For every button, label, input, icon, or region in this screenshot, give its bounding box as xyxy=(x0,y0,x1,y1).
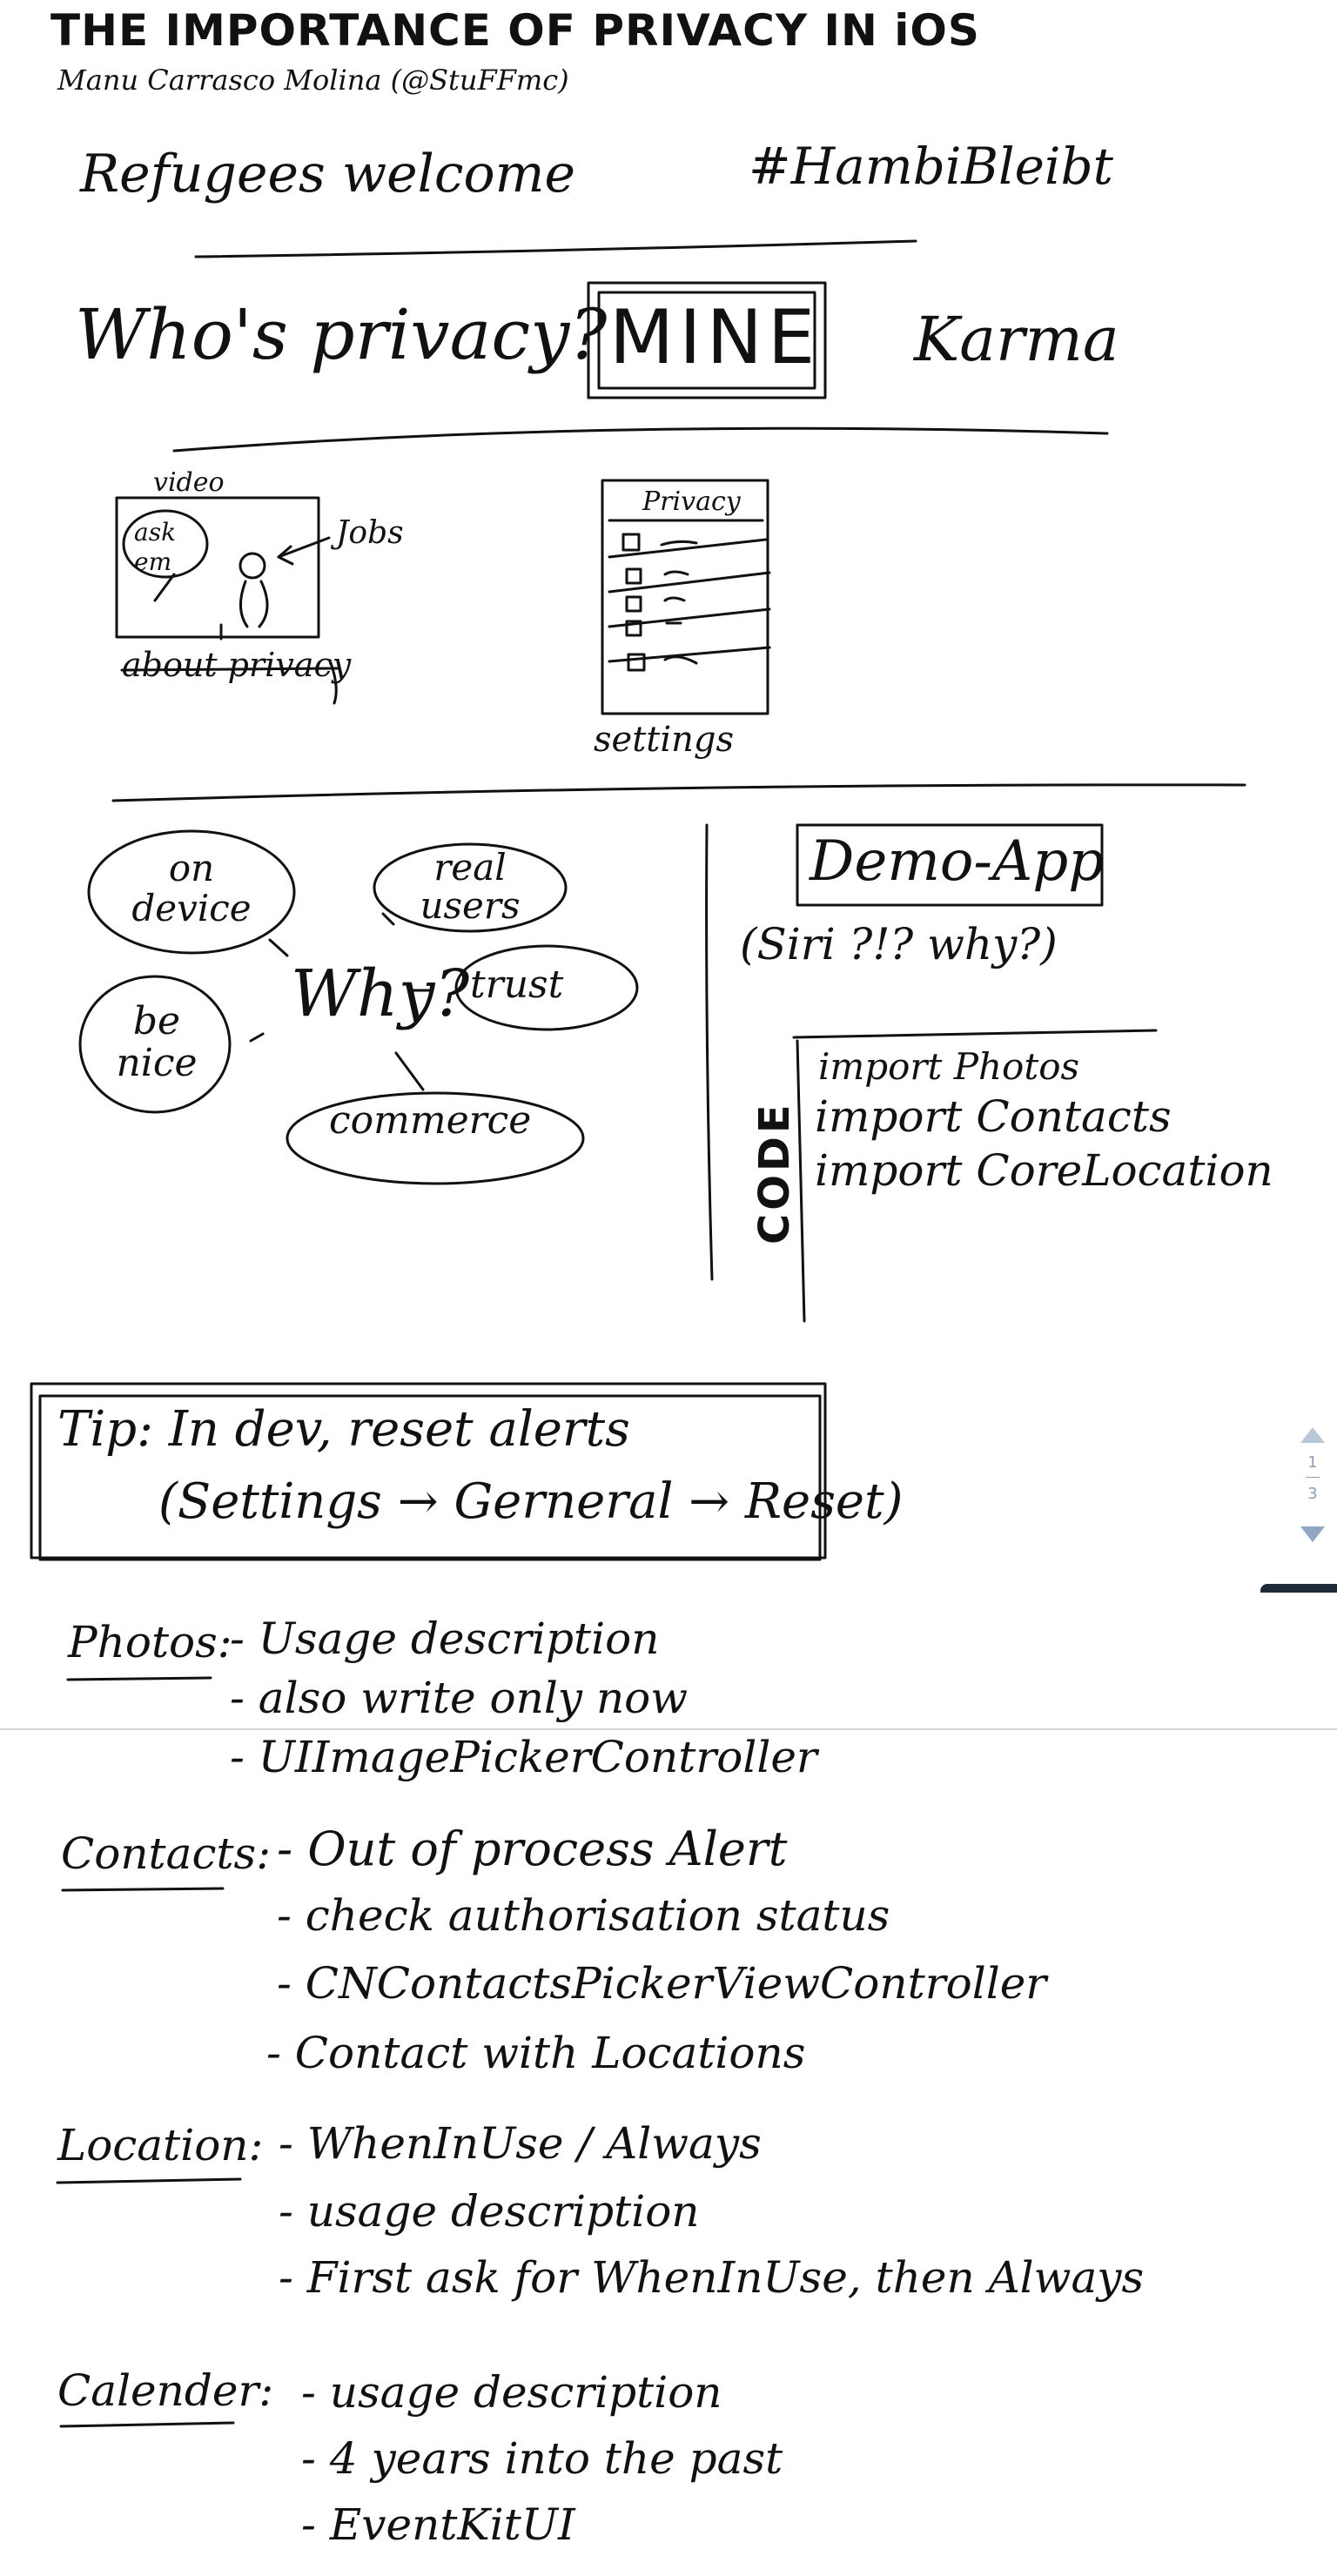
calender-heading: Calender: xyxy=(57,2365,274,2416)
demo-app-subtitle: (Siri ?!? why?) xyxy=(740,919,1058,969)
location-heading: Location: xyxy=(57,2120,264,2170)
location-item: - usage description xyxy=(279,2186,700,2237)
divider-1 xyxy=(194,239,917,258)
why-center: Why? xyxy=(291,956,470,1031)
karma-note: Karma xyxy=(914,304,1119,375)
stick-figure-head xyxy=(239,552,266,580)
node-be-nice-label: be nice xyxy=(116,999,198,1086)
page-break-line xyxy=(0,1728,1337,1730)
calender-item: - 4 years into the past xyxy=(301,2433,783,2484)
page-separator xyxy=(1306,1477,1320,1478)
location-item: - WhenInUse / Always xyxy=(279,2118,762,2169)
demo-box xyxy=(796,823,1104,907)
node-on-device xyxy=(87,829,296,955)
hashtag-refugees: Refugees welcome xyxy=(80,144,576,205)
divider-3 xyxy=(111,783,1246,802)
node-be-nice xyxy=(78,975,232,1114)
node-trust-label: trust xyxy=(470,963,564,1007)
tip-box-inner xyxy=(38,1394,822,1561)
calender-item: - usage description xyxy=(301,2367,722,2418)
video-label: video xyxy=(153,467,225,498)
calender-item: - EventKitUI xyxy=(301,2499,575,2550)
current-page-number: 1 xyxy=(1307,1453,1318,1472)
divider-2 xyxy=(172,426,1109,453)
vertical-divider xyxy=(705,823,714,1281)
code-line-corelocation: import CoreLocation xyxy=(815,1145,1273,1196)
code-line-contacts: import Contacts xyxy=(815,1091,1172,1142)
photos-heading: Photos: xyxy=(68,1617,232,1667)
ask-em-bubble: ask em xyxy=(134,518,177,576)
tip-line-2: (Settings → Gerneral → Reset) xyxy=(158,1473,904,1530)
contacts-item: - Out of process Alert xyxy=(277,1821,788,1876)
about-privacy-caption: about privacy xyxy=(122,646,352,684)
code-line-photos: import Photos xyxy=(818,1045,1080,1088)
node-commerce xyxy=(286,1091,585,1185)
page-down-icon[interactable] xyxy=(1300,1526,1325,1542)
hashtag-hambi: #HambiBleibt xyxy=(749,137,1113,196)
page-navigator: 1 3 xyxy=(1293,1427,1332,1542)
page-up-icon[interactable] xyxy=(1300,1427,1325,1443)
settings-phone xyxy=(601,479,769,715)
author-credit: Manu Carrasco Molina (@StuFFmc) xyxy=(57,64,569,97)
mine-box xyxy=(587,281,827,399)
viewer-tab-handle[interactable] xyxy=(1260,1584,1337,1593)
location-item: - First ask for WhenInUse, then Always xyxy=(279,2252,1145,2303)
contacts-heading: Contacts: xyxy=(61,1828,272,1879)
code-label: CODE xyxy=(750,1101,799,1244)
photos-item: - also write only now xyxy=(230,1673,689,1723)
total-page-number: 3 xyxy=(1307,1485,1318,1503)
whose-privacy-question: Who's privacy? xyxy=(75,294,608,375)
node-real-users-label: real users xyxy=(420,846,521,928)
contacts-item: - check authorisation status xyxy=(277,1890,890,1941)
mine-answer: MINE xyxy=(609,294,821,381)
node-on-device-label: on device xyxy=(131,847,252,930)
speech-bubble xyxy=(122,509,209,579)
mine-box-inner xyxy=(597,291,816,390)
node-trust xyxy=(454,944,639,1031)
tip-box xyxy=(30,1382,827,1560)
node-commerce-label: commerce xyxy=(329,1098,532,1143)
settings-privacy-header: Privacy xyxy=(642,486,741,517)
page-title: THE IMPORTANCE OF PRIVACY IN iOS xyxy=(50,5,980,56)
settings-caption: settings xyxy=(594,720,735,760)
tip-line-1: Tip: In dev, reset alerts xyxy=(57,1401,630,1458)
jobs-label: Jobs xyxy=(336,515,404,551)
photos-item: - Usage description xyxy=(230,1613,660,1664)
video-frame xyxy=(115,496,320,639)
photos-item: - UIImagePickerController xyxy=(230,1732,817,1782)
demo-app-title: Demo-App xyxy=(810,829,1105,894)
contacts-item: - Contact with Locations xyxy=(266,2028,806,2078)
node-real-users xyxy=(373,842,568,933)
contacts-item: - CNContactsPickerViewController xyxy=(277,1958,1047,2009)
